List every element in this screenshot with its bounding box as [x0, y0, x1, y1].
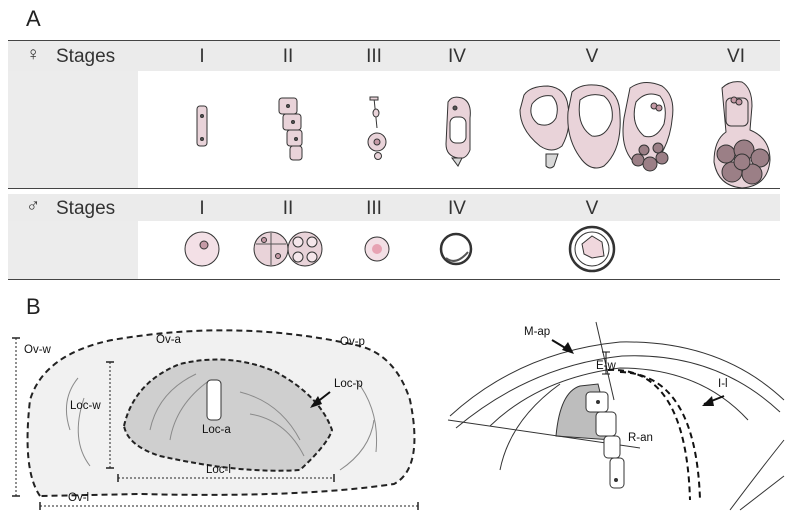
label-ov-p: Ov-p — [340, 336, 365, 348]
label-m-ap: M-ap — [524, 326, 550, 338]
label-loc-l: Loc-l — [206, 464, 231, 476]
label-loc-a: Loc-a — [202, 424, 231, 436]
label-ov-a: Ov-a — [156, 334, 181, 346]
label-ov-w: Ov-w — [24, 344, 51, 356]
locule-oocyte — [207, 380, 221, 420]
label-loc-w: Loc-w — [70, 400, 101, 412]
label-loc-p: Loc-p — [334, 378, 363, 390]
label-ov-l: Ov-l — [68, 492, 89, 504]
label-r-an: R-an — [628, 432, 653, 444]
label-i-l: I-l — [718, 378, 728, 390]
label-e-w: E-w — [596, 360, 616, 372]
